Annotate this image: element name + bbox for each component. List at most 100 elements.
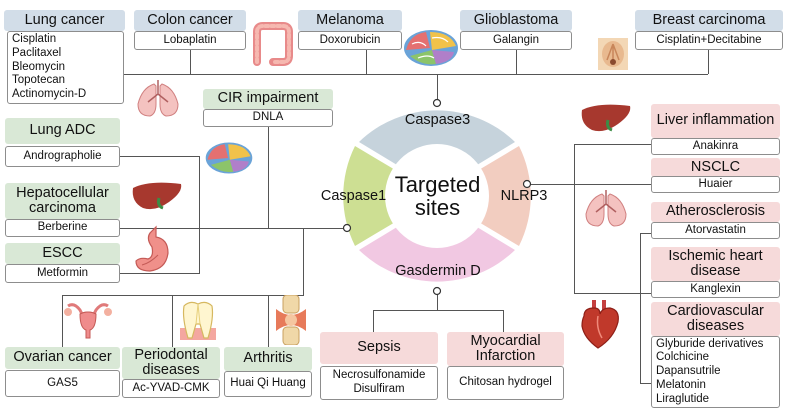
liver-inflammation-drugs: Anakinra [651,138,780,155]
center-title: Targeted sites [385,173,490,219]
drug-item: Berberine [37,221,88,234]
drug-item: Paclitaxel [12,46,62,59]
connector [105,228,347,229]
lungs-icon [137,80,179,117]
glioblastoma-drugs: Galangin [460,31,572,50]
drug-item: Doxorubicin [319,33,381,46]
drug-item: Ac-YVAD-CMK [132,381,210,394]
nsclc-header: NSCLC [651,158,780,177]
connector [640,233,641,383]
ischemic-heart-disease-header: Ischemic heart disease [651,247,780,281]
center-title-line2: sites [414,195,461,221]
cardiovascular-diseases-header: Cardiovascular diseases [651,302,780,336]
drug-item: Anakinra [692,139,739,152]
connector [574,144,651,145]
connector [640,383,651,384]
breast-icon [598,38,628,70]
connector [574,144,575,294]
ovarian-cancer-drugs: GAS5 [5,370,120,397]
nlrp3-segment [477,146,531,246]
gasdermin-segment [359,224,515,282]
escc-header: ESCC [5,243,120,264]
drug-item: Disulfiram [353,383,405,395]
lungs-icon [585,190,627,227]
connector [199,156,200,274]
liver-icon [132,182,182,210]
atherosclerosis-drugs: Atorvastatin [651,222,780,239]
drug-item: Metformin [36,266,89,279]
drug-item: Melatonin [656,378,706,391]
periodontal-diseases-drugs: Ac-YVAD-CMK [122,379,220,398]
center-title-line1: Targeted [394,172,481,197]
sepsis-header: Sepsis [320,332,438,364]
brain-icon [404,30,458,66]
connector [528,184,651,185]
drug-item: Andrographolie [23,149,102,162]
hepatocellular-carcinoma-header: Hepatocellular carcinoma [5,183,120,219]
drug-item: DNLA [252,111,284,124]
drug-item: Topotecan [12,74,66,87]
connector [190,50,191,74]
connector [268,295,269,347]
nlrp3-label: NLRP3 [500,188,548,204]
connector [62,295,63,347]
atherosclerosis-header: Atherosclerosis [651,202,780,222]
arthritis-drugs: Huai Qi Huang [224,371,312,397]
liver-icon [581,104,631,132]
targeted-sites-wheel [342,98,532,296]
drug-item: Huaier [698,177,733,190]
caspase3-segment [359,110,515,168]
melanoma-header: Melanoma [298,10,402,31]
lung-cancer-header: Lung cancer [4,10,125,31]
drug-item: Necrosulfonamide [332,369,426,382]
drug-item: Dapansutrile [656,365,721,378]
cardiovascular-diseases-drugs: Glyburide derivatives Colchicine Dapansu… [651,336,780,408]
lung-cancer-drugs: Cisplatin Paclitaxel Bleomycin Topotecan… [7,31,124,104]
cir-impairment-header: CIR impairment [203,89,333,109]
sepsis-drugs: Necrosulfonamide Disulfiram [320,366,438,400]
connector [574,293,651,294]
breast-carcinoma-drugs: Cisplatin+Decitabine [635,31,783,50]
melanoma-drugs: Doxorubicin [298,31,402,50]
tooth-icon [180,301,216,340]
drug-item: Liraglutide [656,392,710,405]
heart-icon [581,300,619,349]
connector [120,156,200,157]
ovarian-cancer-header: Ovarian cancer [5,347,120,369]
hepatocellular-carcinoma-drugs: Berberine [5,219,120,237]
periodontal-diseases-header: Periodontal diseases [122,347,220,379]
myocardial-infarction-drugs: Chitosan hydrogel [447,366,564,400]
connector [503,310,504,332]
gasdermin-label: Gasdermin D [395,263,481,279]
colon-cancer-drugs: Lobaplatin [134,31,246,50]
stomach-icon [135,225,169,272]
drug-item: Actinomycin-D [12,88,87,101]
glioblastoma-header: Glioblastoma [460,10,572,31]
arthritis-header: Arthritis [224,347,312,371]
liver-inflammation-header: Liver inflammation [651,104,780,138]
drug-item: Cisplatin [12,33,57,45]
connector [708,50,709,74]
drug-item: Chitosan hydrogel [459,376,552,389]
drug-item: GAS5 [47,376,78,389]
connector [120,273,200,274]
connector [373,310,503,311]
caspase3-label: Caspase3 [404,112,471,128]
drug-item: Galangin [492,33,540,46]
drug-item: Lobaplatin [163,33,217,46]
connector [366,50,367,74]
drug-item: Kanglexin [690,282,741,295]
connector [437,290,438,311]
escc-drugs: Metformin [5,264,120,283]
myocardial-infarction-header: Myocardial Infarction [447,332,564,366]
lung-adc-header: Lung ADC [5,118,120,144]
connector [373,310,374,332]
lung-adc-drugs: Andrographolie [5,146,120,167]
brain-icon [205,142,253,174]
colon-icon [253,22,293,66]
nsclc-drugs: Huaier [651,176,780,193]
connector [437,74,438,103]
connector [640,233,651,234]
ischemic-heart-disease-drugs: Kanglexin [651,281,780,298]
connector [516,50,517,74]
